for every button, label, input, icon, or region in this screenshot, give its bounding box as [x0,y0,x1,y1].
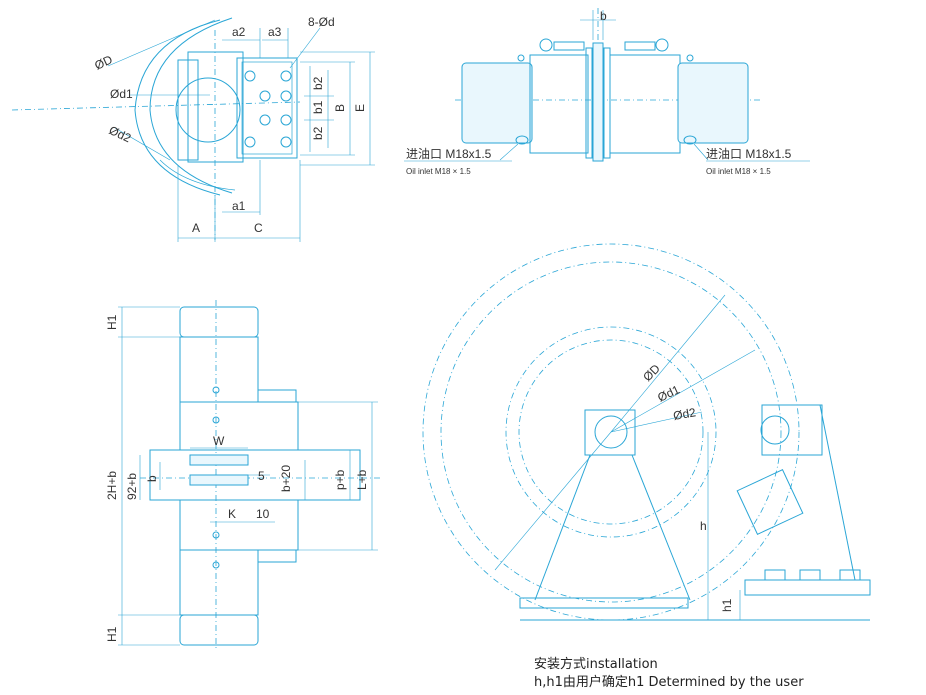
label-b-shaft: b [145,475,159,482]
top-right-view: b 进油口 M18x1.5 Oil inlet M18 × 1.5 进油口 M1… [404,8,810,176]
label-b-20: b+20 [279,465,293,492]
label-a1: a1 [232,199,246,213]
label-a2: a2 [232,25,246,39]
label-bolts: 8-Ød [308,15,335,29]
user-determined-note: h,h1由用户确定h1 Determined by the user [534,675,804,690]
label-dia-d2: Ød2 [107,123,134,145]
label-B: B [333,104,347,112]
label-H1-top: H1 [105,314,119,330]
label-10: 10 [256,507,270,521]
label-92-b: 92+b [125,473,139,500]
bottom-right-view: ØD Ød1 Ød2 h h1 [422,243,871,621]
label-b-coupling: b [600,9,607,23]
label-b2-bottom: b2 [311,126,325,140]
top-left-view: ØD Ød1 Ød2 a2 a3 8-Ød b2 b1 B E b2 a1 A … [11,15,375,242]
label-oil-inlet-right-cn: 进油口 M18x1.5 [706,147,792,161]
label-dia-d1: Ød1 [110,87,133,101]
label-oil-inlet-right-en: Oil inlet M18 × 1.5 [706,167,771,176]
label-A: A [192,221,200,235]
label-oil-inlet-left-en: Oil inlet M18 × 1.5 [406,167,471,176]
label-h1: h1 [720,598,734,612]
label-p-b: p+b [333,469,347,490]
label-a3: a3 [268,25,282,39]
label-K: K [228,507,236,521]
label-dia-D-install: ØD [640,361,663,384]
label-oil-inlet-left-cn: 进油口 M18x1.5 [406,147,492,161]
label-C: C [254,221,263,235]
label-dia-D: ØD [92,52,115,72]
label-E: E [353,104,367,112]
label-W: W [213,434,225,448]
bottom-left-view: H1 2H+b H1 W 92+b b 5 b+20 p+b L+b K 10 [105,300,380,650]
label-dia-d2-install: Ød2 [672,405,697,423]
label-H1-bottom: H1 [105,626,119,642]
label-b1: b1 [311,100,325,114]
installation-note: 安装方式installation [534,657,658,672]
label-L-b: L+b [355,469,369,490]
label-5: 5 [258,469,265,483]
label-h: h [700,519,707,533]
label-2H-b: 2H+b [105,471,119,500]
label-b2-top: b2 [311,76,325,90]
label-dia-d1-install: Ød1 [655,382,682,404]
